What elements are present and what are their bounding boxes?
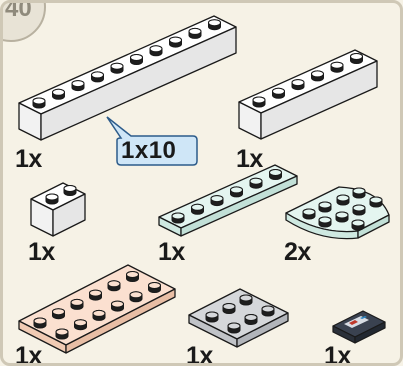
stud [70,298,84,310]
stud [205,311,219,323]
parts-illustration [3,3,390,354]
stud [191,203,204,215]
quantity-quarter-round-plate: 2x [284,238,311,266]
stud [336,194,350,206]
stud [302,208,316,220]
stud [171,212,185,224]
white-brick-1x6 [238,49,378,140]
stud [318,216,332,228]
callout-label: 1x10 [121,137,177,164]
stud [352,187,366,199]
step-number-badge [3,3,46,42]
stud [208,19,221,31]
light-gray-plate-2x3 [188,288,289,348]
step-number: 40 [5,0,32,22]
stud [291,79,305,91]
stud [149,45,163,57]
stud [239,294,253,306]
stud [130,54,143,65]
stud [52,88,65,100]
stud [261,305,275,317]
stud [148,282,161,293]
white-brick-1x10 [18,15,237,141]
stud [351,219,365,231]
stud [230,186,243,198]
stud [330,61,344,73]
light-nougat-plate-2x6 [18,264,176,354]
stud [33,317,47,329]
stud [222,303,236,314]
stud [244,314,258,325]
light-aqua-plate-1x6 [158,164,298,237]
stud [89,289,102,301]
stud [129,291,143,303]
quantity-aqua-plate-1x6: 1x [158,238,185,266]
stud [252,96,266,108]
quantity-printed-tile: 1x [324,342,351,366]
printed-tile-1x2 [332,310,386,344]
stud [91,71,104,83]
quantity-white-brick-1x6: 1x [236,145,263,173]
stud [335,211,349,223]
stud [63,185,77,196]
stud [71,80,85,92]
stud [169,36,182,48]
stud [269,169,282,180]
stud [318,201,332,213]
stud [272,87,285,99]
stud [32,97,46,109]
quantity-gray-plate-2x3: 1x [186,342,213,366]
stud [107,280,121,292]
stud [369,196,383,208]
white-brick-1x2 [30,182,86,237]
quantity-nougat-plate-2x6: 1x [15,342,42,366]
stud [55,328,69,340]
stud [111,300,124,312]
stud [126,271,139,282]
stud [210,195,224,207]
stud [74,319,87,331]
stud [92,309,106,321]
quantity-white-brick-1x2: 1x [28,238,55,266]
light-aqua-quarter-round-plate-4x4 [285,186,390,240]
stud [45,193,59,205]
stud [249,177,263,189]
quantity-white-brick-1x10: 1x [15,145,42,173]
stud [110,62,124,74]
stud [227,322,241,334]
stud [188,27,202,39]
part-size-callout [106,116,198,166]
stud [350,53,363,64]
stud [311,70,324,82]
stud [52,308,65,320]
stud [352,204,366,216]
